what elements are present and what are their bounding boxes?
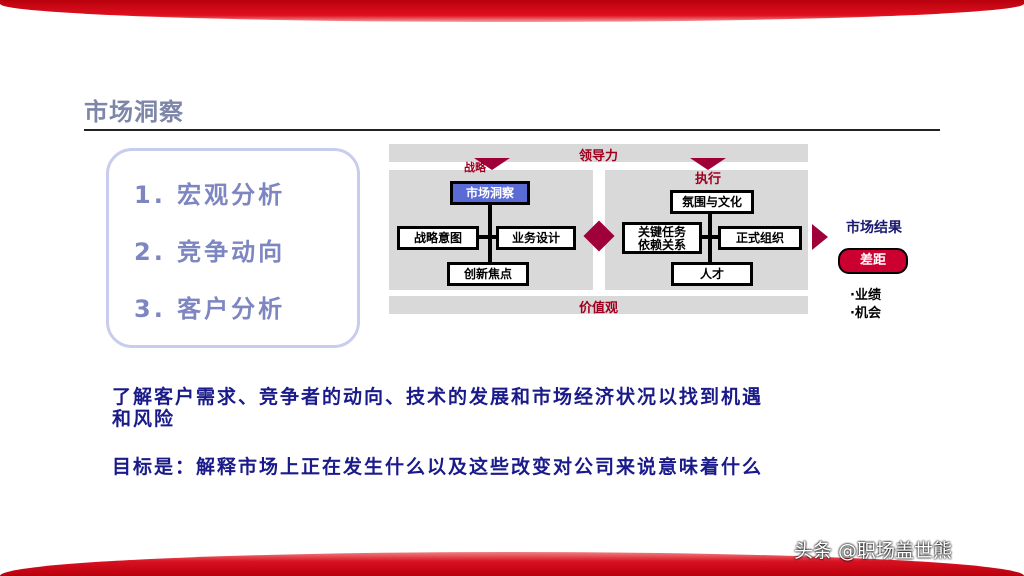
list-item-macro: 1. 宏观分析 <box>134 181 286 209</box>
node-climate-culture: 氛围与文化 <box>670 190 754 214</box>
paragraph-understand-line2: 和风险 <box>112 408 176 430</box>
leadership-strip <box>389 144 808 162</box>
values-label: 价值观 <box>578 301 618 316</box>
node-strategic-intent: 战略意图 <box>397 226 479 250</box>
node-business-design: 业务设计 <box>496 226 576 250</box>
strategy-label: 战略 <box>464 161 486 174</box>
node-key-tasks-line2: 依赖关系 <box>637 238 686 252</box>
result-item-opportunity: ·机会 <box>850 306 881 321</box>
node-formal-organization: 正式组织 <box>718 226 802 250</box>
paragraph-understand-line1: 了解客户需求、竞争者的动向、技术的发展和市场经济状况以找到机遇 <box>112 386 764 408</box>
values-strip <box>389 296 808 314</box>
result-item-performance: ·业绩 <box>850 288 881 303</box>
topic-list-box <box>106 148 360 348</box>
gap-badge: 差距 <box>838 248 908 274</box>
list-item-competition: 2. 竞争动向 <box>134 238 286 266</box>
leadership-label: 领导力 <box>578 149 618 164</box>
watermark: 头条 @职场盖世熊 <box>794 540 953 562</box>
execution-label: 执行 <box>694 172 721 187</box>
execution-arrow-down <box>690 158 726 170</box>
execution-link-horizontal <box>660 235 770 239</box>
node-innovation-focus: 创新焦点 <box>447 262 529 286</box>
node-key-tasks-line1: 关键任务 <box>637 225 686 239</box>
market-result-title: 市场结果 <box>846 220 902 236</box>
strategy-link-horizontal <box>440 235 540 239</box>
top-red-band <box>0 0 1024 22</box>
node-key-tasks: 关键任务 依赖关系 <box>622 222 702 254</box>
node-market-insight: 市场洞察 <box>450 181 530 205</box>
page-title: 市场洞察 <box>84 98 184 126</box>
list-item-customer: 3. 客户分析 <box>134 295 286 323</box>
to-result-arrow <box>812 224 828 250</box>
paragraph-goal: 目标是：解释市场上正在发生什么以及这些改变对公司来说意味着什么 <box>112 456 764 478</box>
strategy-arrow-down <box>474 158 510 170</box>
node-talent: 人才 <box>671 262 753 286</box>
title-divider <box>84 129 940 131</box>
